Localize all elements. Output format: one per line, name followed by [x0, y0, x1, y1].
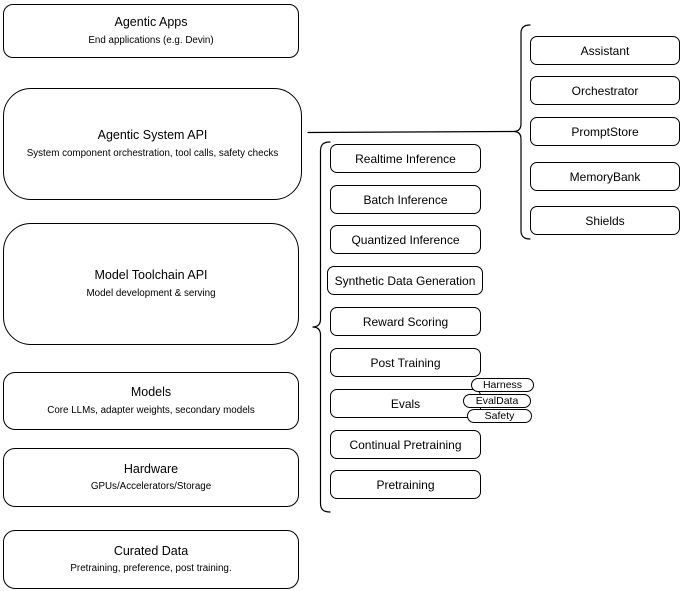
node-title: Agentic System API — [97, 128, 208, 143]
pill-evaldata: EvalData — [463, 394, 531, 408]
node-label: Synthetic Data Generation — [334, 273, 476, 288]
node-agentic-system-api: Agentic System API System component orch… — [3, 88, 302, 200]
node-label: Quantized Inference — [351, 232, 460, 247]
pill-safety: Safety — [467, 409, 532, 423]
node-label: Assistant — [580, 43, 630, 58]
node-subtitle: System component orchestration, tool cal… — [26, 147, 279, 159]
node-label: Reward Scoring — [362, 314, 449, 329]
node-subtitle: Pretraining, preference, post training. — [70, 563, 232, 575]
node-promptstore: PromptStore — [530, 117, 680, 146]
node-hardware: Hardware GPUs/Accelerators/Storage — [3, 448, 299, 507]
node-label: Pretraining — [376, 477, 435, 492]
pill-label: Safety — [484, 409, 515, 422]
node-subtitle: Core LLMs, adapter weights, secondary mo… — [47, 404, 255, 416]
pill-label: EvalData — [475, 394, 519, 407]
system-api-connector-line — [307, 130, 514, 134]
node-label: Realtime Inference — [355, 151, 456, 166]
node-subtitle: Model development & serving — [86, 287, 216, 299]
components-group-brace — [513, 24, 531, 240]
node-agentic-apps: Agentic Apps End applications (e.g. Devi… — [3, 4, 299, 58]
node-title: Agentic Apps — [114, 15, 188, 30]
node-continual-pretraining: Continual Pretraining — [330, 430, 481, 459]
node-subtitle: GPUs/Accelerators/Storage — [90, 481, 212, 493]
node-batch-inference: Batch Inference — [330, 185, 481, 214]
node-title: Curated Data — [113, 543, 189, 558]
node-label: Batch Inference — [363, 192, 448, 207]
node-pretraining: Pretraining — [330, 470, 481, 499]
node-quantized-inference: Quantized Inference — [330, 225, 481, 254]
toolchain-group-brace — [312, 141, 331, 513]
node-models: Models Core LLMs, adapter weights, secon… — [3, 372, 299, 430]
node-label: PromptStore — [571, 124, 639, 139]
node-post-training: Post Training — [330, 348, 481, 377]
node-shields: Shields — [530, 206, 680, 235]
node-synthetic-data-generation: Synthetic Data Generation — [327, 266, 483, 295]
node-label: Evals — [390, 396, 421, 411]
node-evals: Evals — [330, 389, 481, 418]
pill-label: Harness — [482, 378, 523, 391]
node-title: Models — [130, 385, 172, 400]
node-label: Post Training — [370, 355, 441, 370]
pill-harness: Harness — [471, 378, 534, 392]
node-subtitle: End applications (e.g. Devin) — [88, 34, 214, 46]
node-title: Model Toolchain API — [94, 268, 208, 283]
node-realtime-inference: Realtime Inference — [330, 144, 481, 173]
node-label: MemoryBank — [569, 169, 641, 184]
node-title: Hardware — [123, 461, 179, 476]
node-label: Continual Pretraining — [349, 437, 462, 452]
node-label: Orchestrator — [571, 83, 639, 98]
node-memorybank: MemoryBank — [530, 162, 680, 191]
node-label: Shields — [585, 213, 625, 228]
node-reward-scoring: Reward Scoring — [330, 307, 481, 336]
node-model-toolchain-api: Model Toolchain API Model development & … — [3, 223, 299, 345]
node-curated-data: Curated Data Pretraining, preference, po… — [3, 530, 299, 589]
node-orchestrator: Orchestrator — [530, 76, 680, 105]
node-assistant: Assistant — [530, 36, 680, 65]
